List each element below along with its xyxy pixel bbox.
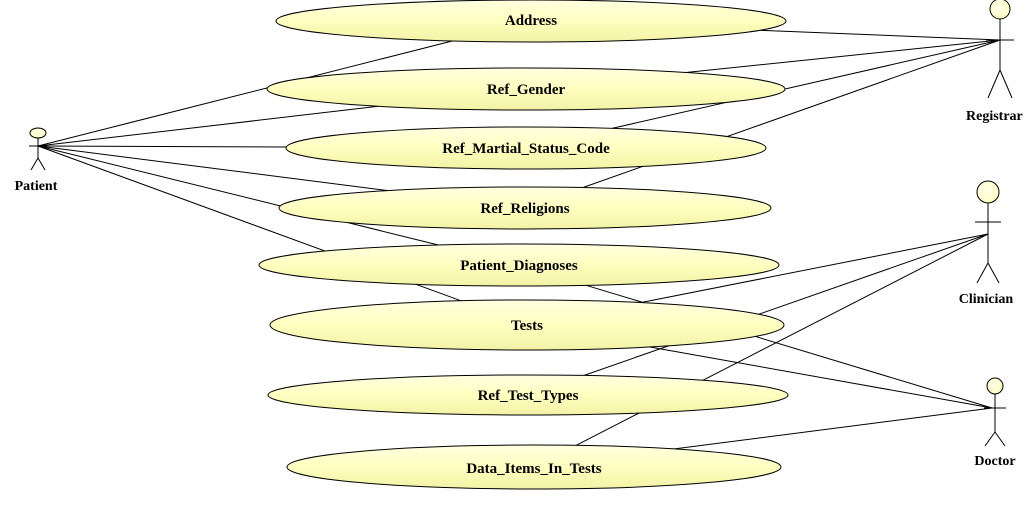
use-case-ellipse bbox=[269, 299, 785, 351]
association-line-clinician-tests bbox=[640, 233, 989, 304]
use-case-label: Tests bbox=[511, 318, 543, 334]
association-line-patient-ref-martial-status-code bbox=[37, 145, 287, 148]
association-line-patient-ref-gender bbox=[37, 105, 379, 147]
use-case-label: Ref_Martial_Status_Code bbox=[442, 141, 610, 157]
association-line-doctor-data-items-in-tests bbox=[674, 407, 993, 450]
use-case-ellipse bbox=[266, 67, 786, 111]
actor-label: Registrar bbox=[966, 109, 1023, 124]
use-case-label: Patient_Diagnoses bbox=[460, 258, 578, 274]
stick-figure-icon bbox=[984, 377, 1006, 447]
use-case-ref-martial-status-code[interactable]: Ref_Martial_Status_Code bbox=[285, 126, 767, 170]
use-case-ellipse bbox=[286, 444, 782, 490]
actor-label: Patient bbox=[15, 179, 58, 194]
stick-figure-icon bbox=[29, 127, 47, 171]
association-line-patient-address bbox=[37, 40, 453, 147]
association-line-patient-patient-diagnoses bbox=[37, 145, 439, 246]
association-line-clinician-ref-test-types bbox=[583, 233, 989, 376]
use-case-ellipse bbox=[275, 0, 787, 43]
association-line-registrar-ref-martial-status-code bbox=[611, 39, 1001, 129]
use-case-ref-test-types[interactable]: Ref_Test_Types bbox=[267, 374, 789, 416]
use-case-tests[interactable]: Tests bbox=[269, 299, 785, 351]
use-case-patient-diagnoses[interactable]: Patient_Diagnoses bbox=[258, 243, 780, 287]
use-case-label: Ref_Religions bbox=[480, 201, 569, 217]
use-case-label: Ref_Test_Types bbox=[478, 388, 579, 404]
use-case-address[interactable]: Address bbox=[275, 0, 787, 43]
use-case-label: Address bbox=[505, 13, 557, 29]
stick-figure-icon bbox=[986, 0, 1014, 99]
use-case-data-items-in-tests[interactable]: Data_Items_In_Tests bbox=[286, 444, 782, 490]
association-line-patient-ref-religions bbox=[37, 145, 389, 192]
actor-label: Doctor bbox=[974, 454, 1015, 469]
actor-patient[interactable]: Patient bbox=[15, 127, 58, 194]
use-case-label: Data_Items_In_Tests bbox=[466, 461, 601, 477]
use-case-ref-gender[interactable]: Ref_Gender bbox=[266, 67, 786, 111]
actor-doctor[interactable]: Doctor bbox=[974, 377, 1016, 469]
actor-clinician[interactable]: Clinician bbox=[959, 180, 1014, 307]
use-case-ref-religions[interactable]: Ref_Religions bbox=[278, 186, 772, 230]
use-case-label: Ref_Gender bbox=[487, 82, 566, 98]
stick-figure-icon bbox=[975, 180, 1001, 284]
association-line-registrar-ref-gender bbox=[685, 39, 1001, 73]
use-case-ellipse bbox=[258, 243, 780, 287]
actor-label: Clinician bbox=[959, 292, 1014, 307]
use-case-ellipse bbox=[285, 126, 767, 170]
association-line-registrar-address bbox=[759, 29, 1001, 41]
use-case-ellipse bbox=[267, 374, 789, 416]
association-line-doctor-tests bbox=[649, 346, 993, 409]
actor-registrar[interactable]: Registrar bbox=[966, 0, 1023, 124]
use-case-ellipse bbox=[278, 186, 772, 230]
